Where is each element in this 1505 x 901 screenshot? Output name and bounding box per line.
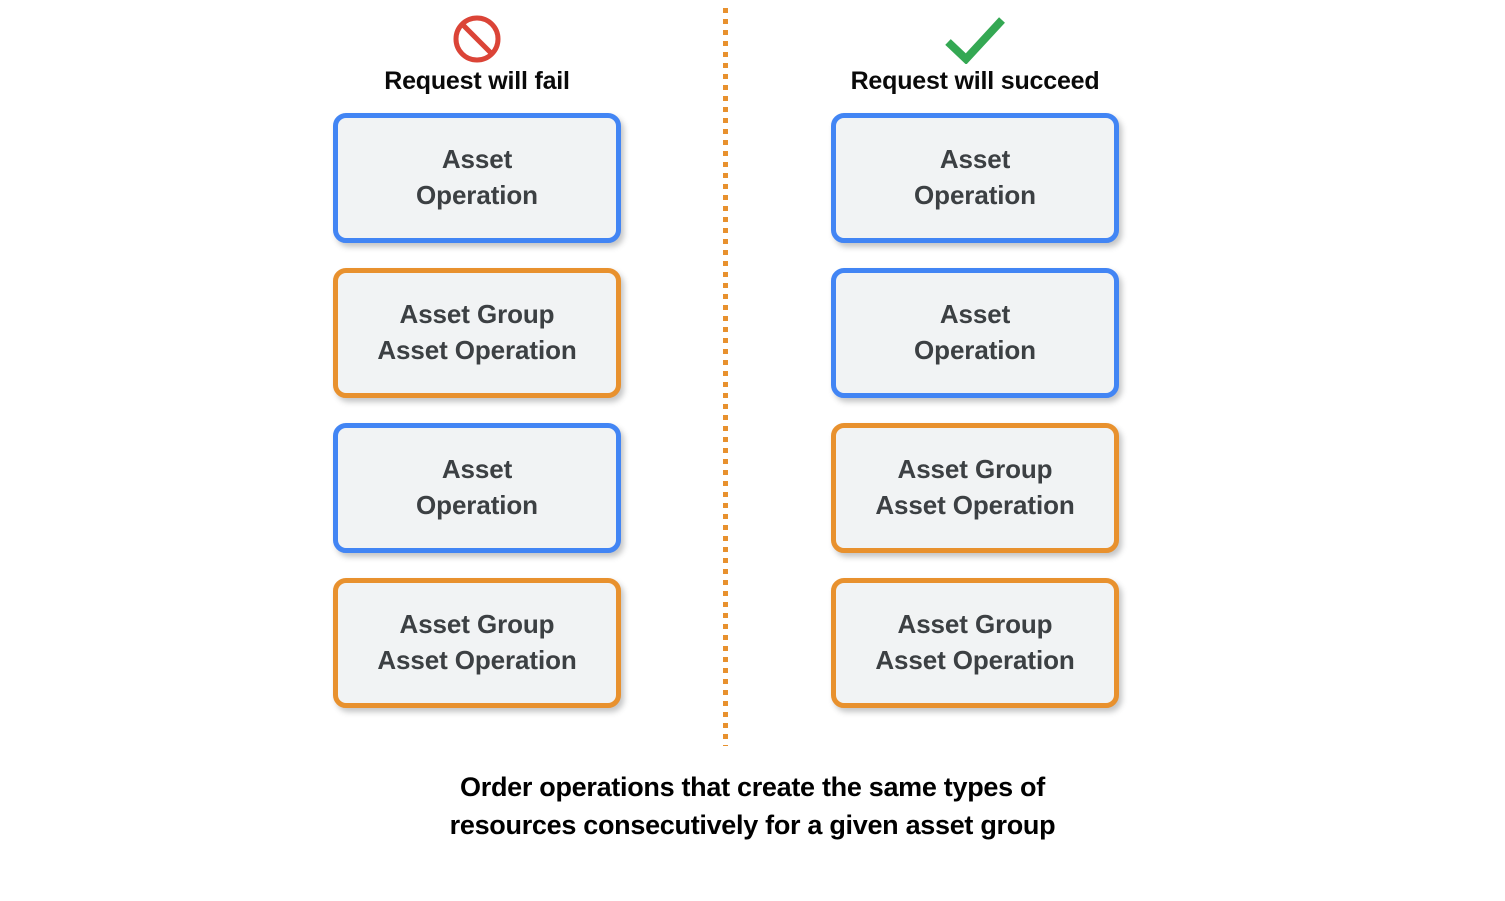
column-header-fail: Request will fail <box>297 8 657 96</box>
node-label: Asset Operation <box>914 144 1036 210</box>
node-asset-group-asset-operation: Asset Group Asset Operation <box>831 423 1119 553</box>
node-label: Asset Operation <box>416 144 538 210</box>
node-asset-operation: Asset Operation <box>831 268 1119 398</box>
column-title-fail: Request will fail <box>384 67 570 95</box>
node-asset-operation: Asset Operation <box>333 113 621 243</box>
check-icon <box>795 8 1155 70</box>
node-asset-operation: Asset Operation <box>831 113 1119 243</box>
node-list-fail: Asset Operation Asset Group Asset Operat… <box>333 113 621 733</box>
node-label: Asset Operation <box>416 454 538 520</box>
node-asset-operation: Asset Operation <box>333 423 621 553</box>
node-label: Asset Group Asset Operation <box>875 454 1075 520</box>
node-list-succeed: Asset Operation Asset Operation Asset Gr… <box>831 113 1119 733</box>
diagram-caption: Order operations that create the same ty… <box>449 772 1056 841</box>
column-title-succeed: Request will succeed <box>850 67 1100 95</box>
node-asset-group-asset-operation: Asset Group Asset Operation <box>333 578 621 708</box>
node-label: Asset Group Asset Operation <box>875 609 1075 675</box>
column-header-succeed: Request will succeed <box>795 8 1155 96</box>
prohibition-icon <box>297 8 657 70</box>
node-label: Asset Group Asset Operation <box>377 299 577 365</box>
vertical-dotted-divider <box>723 8 728 746</box>
node-asset-group-asset-operation: Asset Group Asset Operation <box>831 578 1119 708</box>
node-label: Asset Group Asset Operation <box>377 609 577 675</box>
node-label: Asset Operation <box>914 299 1036 365</box>
node-asset-group-asset-operation: Asset Group Asset Operation <box>333 268 621 398</box>
